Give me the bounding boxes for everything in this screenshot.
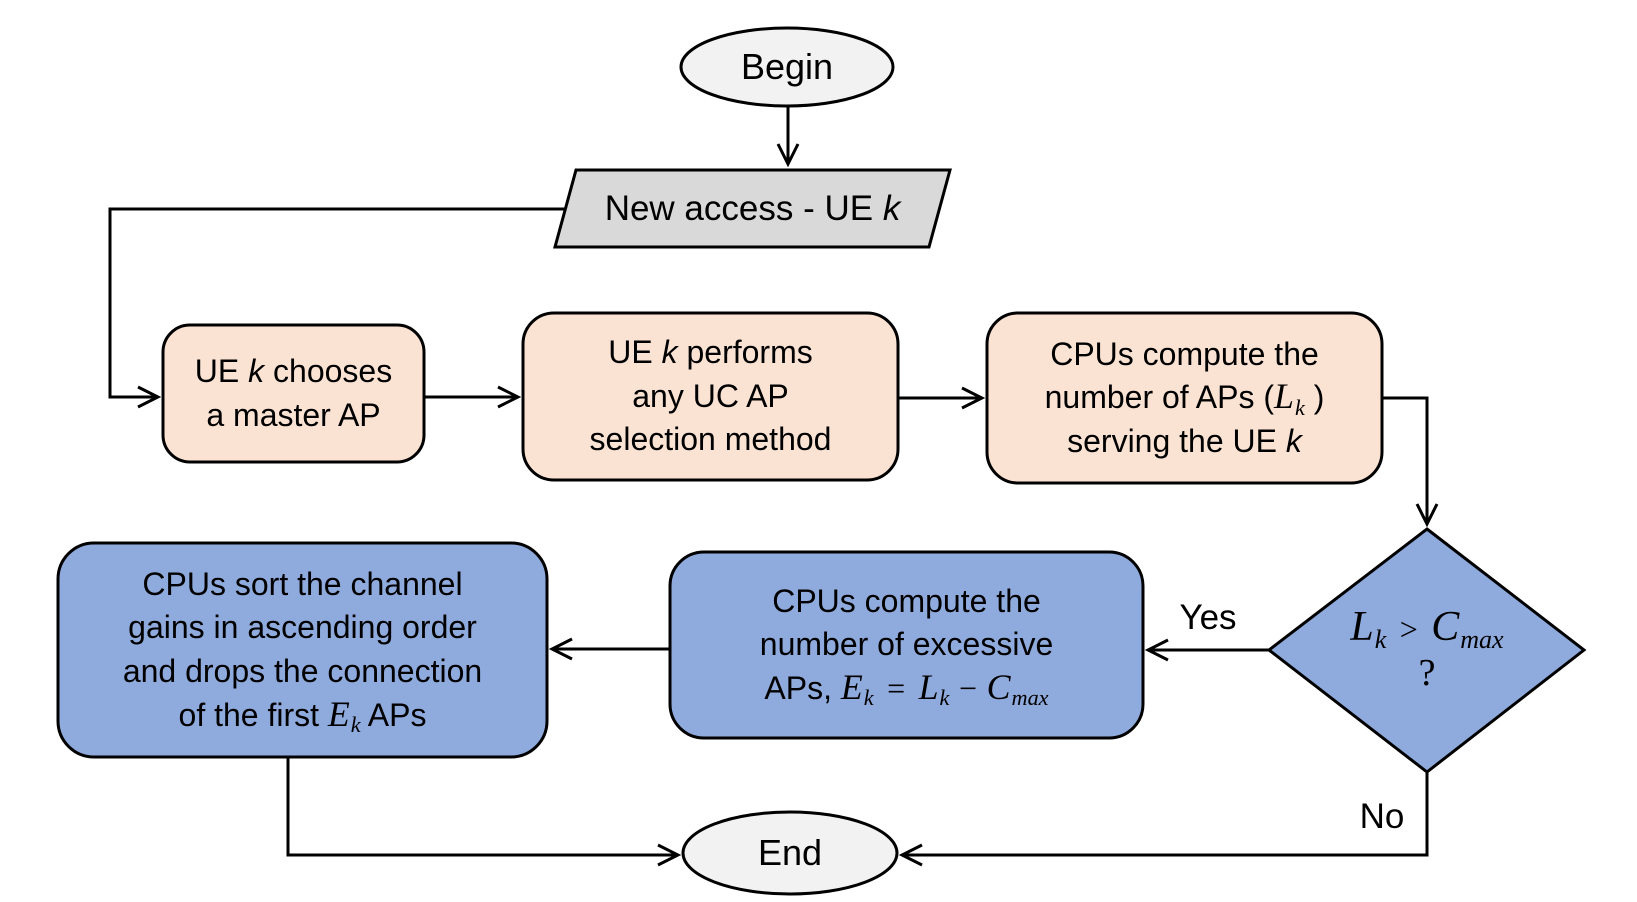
begin-label: Begin [740,45,834,87]
uc-selection-line1-post: performs [677,334,813,371]
end-terminal-shape [681,810,899,896]
compute-excessive-e-sub: k [863,685,874,711]
connector-new-access-to-choose-master [108,207,566,397]
new-access-label: New access - UE k [605,185,901,233]
connector-sort-drop-to-end [286,757,678,855]
compute-excessive-cmax-var: Cmax [986,666,1049,711]
decision-gt-operator: > [1399,611,1418,648]
sort-drop-line4-pre: of the first [178,696,328,733]
decision-c-sub: max [1460,624,1504,654]
compute-excessive-c-var: C [986,666,1011,707]
process-compute-aps: CPUs compute the number of APs (Lk ) ser… [987,313,1382,483]
connector-decision-no-to-end [902,772,1429,855]
edge-label-yes: Yes [1179,598,1237,637]
process-uc-selection: UE k performs any UC AP selection method [523,313,898,480]
compute-excessive-line1: CPUs compute the [772,582,1041,619]
compute-aps-l-sub: k [1294,394,1305,420]
decision-l-sub: k [1374,624,1387,654]
uc-selection-line1-pre: UE [608,334,662,371]
compute-excessive-c-sub: max [1011,685,1049,711]
compute-excessive-line3-pre: APs, [764,669,841,706]
begin-terminal: Begin [681,28,893,106]
compute-aps-line2: number of APs (Lk ) [1045,376,1325,420]
choose-master-k-var: k [248,352,265,389]
process-uc-selection-shape [521,311,900,482]
edge-label-no: No [1359,797,1405,836]
decision-expression: Lk > Cmax [1350,606,1503,653]
sort-drop-e-sub: k [350,712,361,738]
uc-selection-line1: UE k performs [608,331,812,375]
sort-drop-line2: gains in ascending order [128,609,477,646]
begin-terminal-shape [679,26,895,108]
connector-compute-aps-to-decision [1382,396,1427,524]
decision-lhs: Lk [1350,604,1386,652]
end-label: End [757,831,823,873]
choose-master-line1-post: chooses [264,352,393,389]
process-compute-aps-shape [985,311,1384,485]
new-access-text: New access - UE [604,188,883,228]
sort-drop-line4-post: APs [360,696,427,733]
process-compute-excessive-shape [668,550,1145,740]
compute-aps-lk-var: Lk [1274,376,1305,418]
choose-master-line2: a master AP [206,396,381,433]
compute-aps-line2-pre: number of APs ( [1044,379,1275,416]
sort-drop-ek-var: Ek [327,693,361,738]
sort-drop-line4: of the first Ek APs [179,694,427,738]
end-terminal: End [683,814,897,892]
process-compute-excessive: CPUs compute the number of excessive APs… [670,552,1143,738]
compute-excessive-e-var: E [840,666,863,707]
decision-lk-gt-cmax: Lk > Cmax ? [1269,529,1585,772]
compute-excessive-equals-operator: = [887,669,906,706]
process-sort-drop-shape [56,541,549,759]
compute-aps-line2-post: ) [1304,379,1325,416]
uc-selection-line3: selection method [589,421,832,458]
process-choose-master: UE k chooses a master AP [163,325,424,462]
decision-question-mark: ? [1418,652,1436,695]
choose-master-line1-pre: UE [194,352,249,389]
compute-excessive-l-sub: k [939,685,950,711]
compute-excessive-lk-var: Lk [918,666,950,711]
process-sort-drop: CPUs sort the channel gains in ascending… [58,543,547,757]
compute-excessive-minus-operator: − [958,669,978,706]
compute-excessive-ek-var: Ek [840,666,874,711]
new-access-io-shape [553,168,952,249]
sort-drop-line1: CPUs sort the channel [142,565,463,602]
new-access-io: New access - UE k [555,170,950,247]
compute-aps-line1: CPUs compute the [1050,335,1319,372]
compute-aps-k-var: k [1285,422,1302,459]
decision-c-var: C [1431,604,1460,651]
decision-l-var: L [1350,604,1374,651]
compute-excessive-l-var: L [918,666,939,707]
compute-aps-l-var: L [1274,376,1294,417]
compute-aps-line3: serving the UE k [1067,420,1302,464]
compute-excessive-line3: APs, Ek=Lk−Cmax [764,667,1048,711]
choose-master-line1: UE k chooses [195,350,392,394]
uc-selection-line2: any UC AP [632,377,789,414]
decision-rhs: Cmax [1431,604,1503,652]
uc-selection-k-var: k [661,334,678,371]
sort-drop-e-var: E [327,693,350,734]
sort-drop-line3: and drops the connection [122,653,483,689]
compute-excessive-line2: number of excessive [759,626,1054,663]
compute-aps-line3-pre: serving the UE [1067,422,1286,459]
process-choose-master-shape [161,323,426,464]
new-access-ue-k-var: k [882,188,901,228]
decision-shape [1266,527,1587,774]
